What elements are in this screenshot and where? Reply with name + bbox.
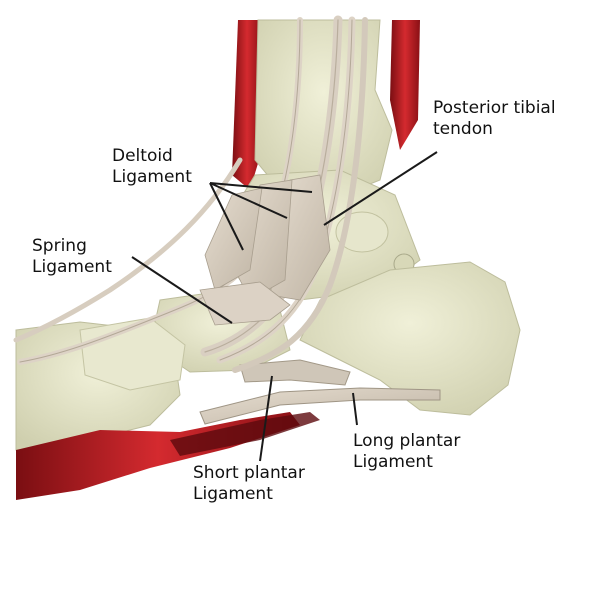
leg-muscle-left bbox=[232, 20, 262, 190]
label-line: Ligament bbox=[112, 167, 192, 187]
label-line: Short plantar bbox=[193, 463, 305, 483]
leg-muscle-right bbox=[390, 20, 420, 150]
label-line: Deltoid bbox=[112, 146, 173, 166]
long-plantar-ligament-band bbox=[199, 387, 441, 425]
deltoid-ligament-fan bbox=[204, 174, 331, 301]
label-long-plantar-ligament: Long plantar Ligament bbox=[353, 431, 460, 473]
label-line: Ligament bbox=[353, 452, 433, 472]
label-short-plantar-ligament: Short plantar Ligament bbox=[193, 463, 305, 505]
label-line: Ligament bbox=[193, 484, 273, 504]
label-spring-ligament: Spring Ligament bbox=[32, 236, 112, 278]
spring-ligament-band bbox=[199, 281, 291, 326]
label-deltoid-ligament: Deltoid Ligament bbox=[112, 146, 192, 188]
label-line: Spring bbox=[32, 236, 87, 256]
leader-lines bbox=[131, 151, 438, 462]
short-plantar-ligament-band bbox=[239, 359, 351, 386]
plantar-muscle-dark bbox=[170, 412, 320, 456]
label-line: Posterior tibial bbox=[433, 98, 556, 118]
label-line: Long plantar bbox=[353, 431, 461, 451]
label-line: Ligament bbox=[32, 257, 112, 277]
label-line: tendon bbox=[433, 119, 493, 139]
label-posterior-tibial-tendon: Posterior tibial tendon bbox=[433, 98, 556, 140]
